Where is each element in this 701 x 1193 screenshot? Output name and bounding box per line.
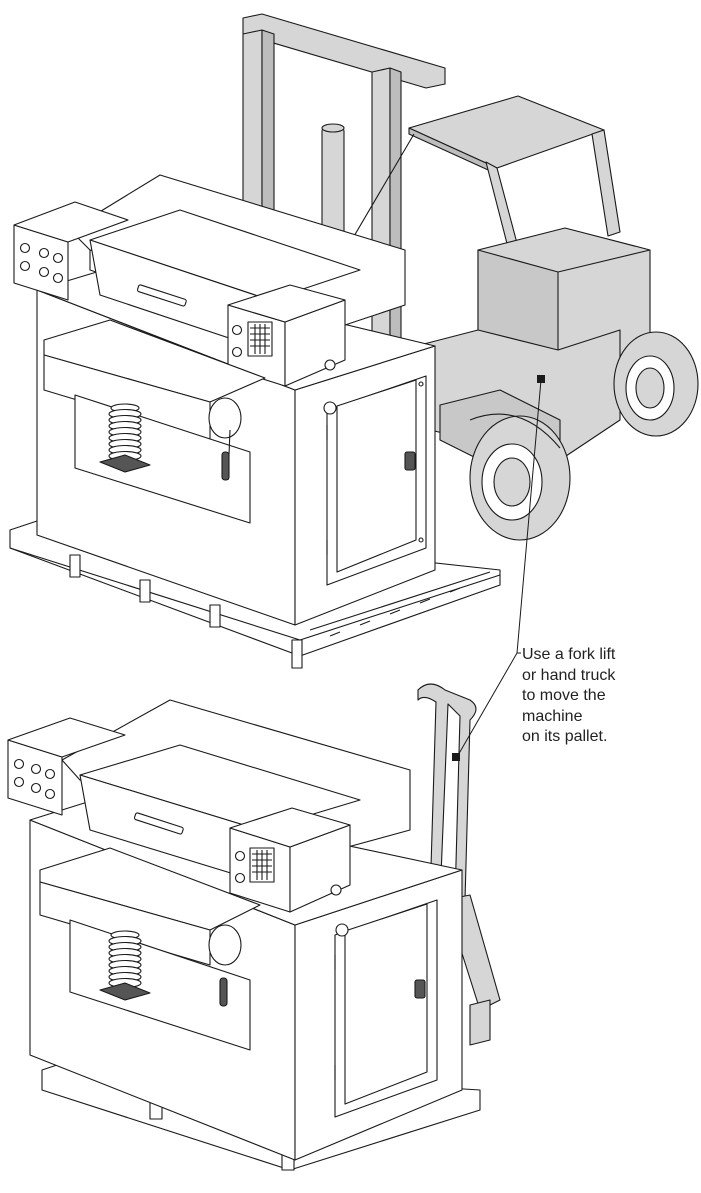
callout-text: Use a fork lift or hand truck to move th… bbox=[522, 645, 701, 748]
lower-machine bbox=[7, 699, 481, 1171]
callout-leaders bbox=[456, 379, 542, 758]
callout-line: or hand truck bbox=[522, 666, 616, 684]
callout-line: Use a fork lift bbox=[522, 646, 616, 663]
hand-truck bbox=[417, 683, 501, 1046]
leader-endpoint-forklift bbox=[537, 375, 545, 383]
leader-endpoint-hand-truck bbox=[452, 753, 460, 761]
callout-line: to move the bbox=[522, 687, 606, 704]
upper-machine bbox=[9, 174, 501, 669]
callout-line: on its pallet. bbox=[522, 728, 608, 745]
callout-line: machine bbox=[522, 707, 583, 725]
